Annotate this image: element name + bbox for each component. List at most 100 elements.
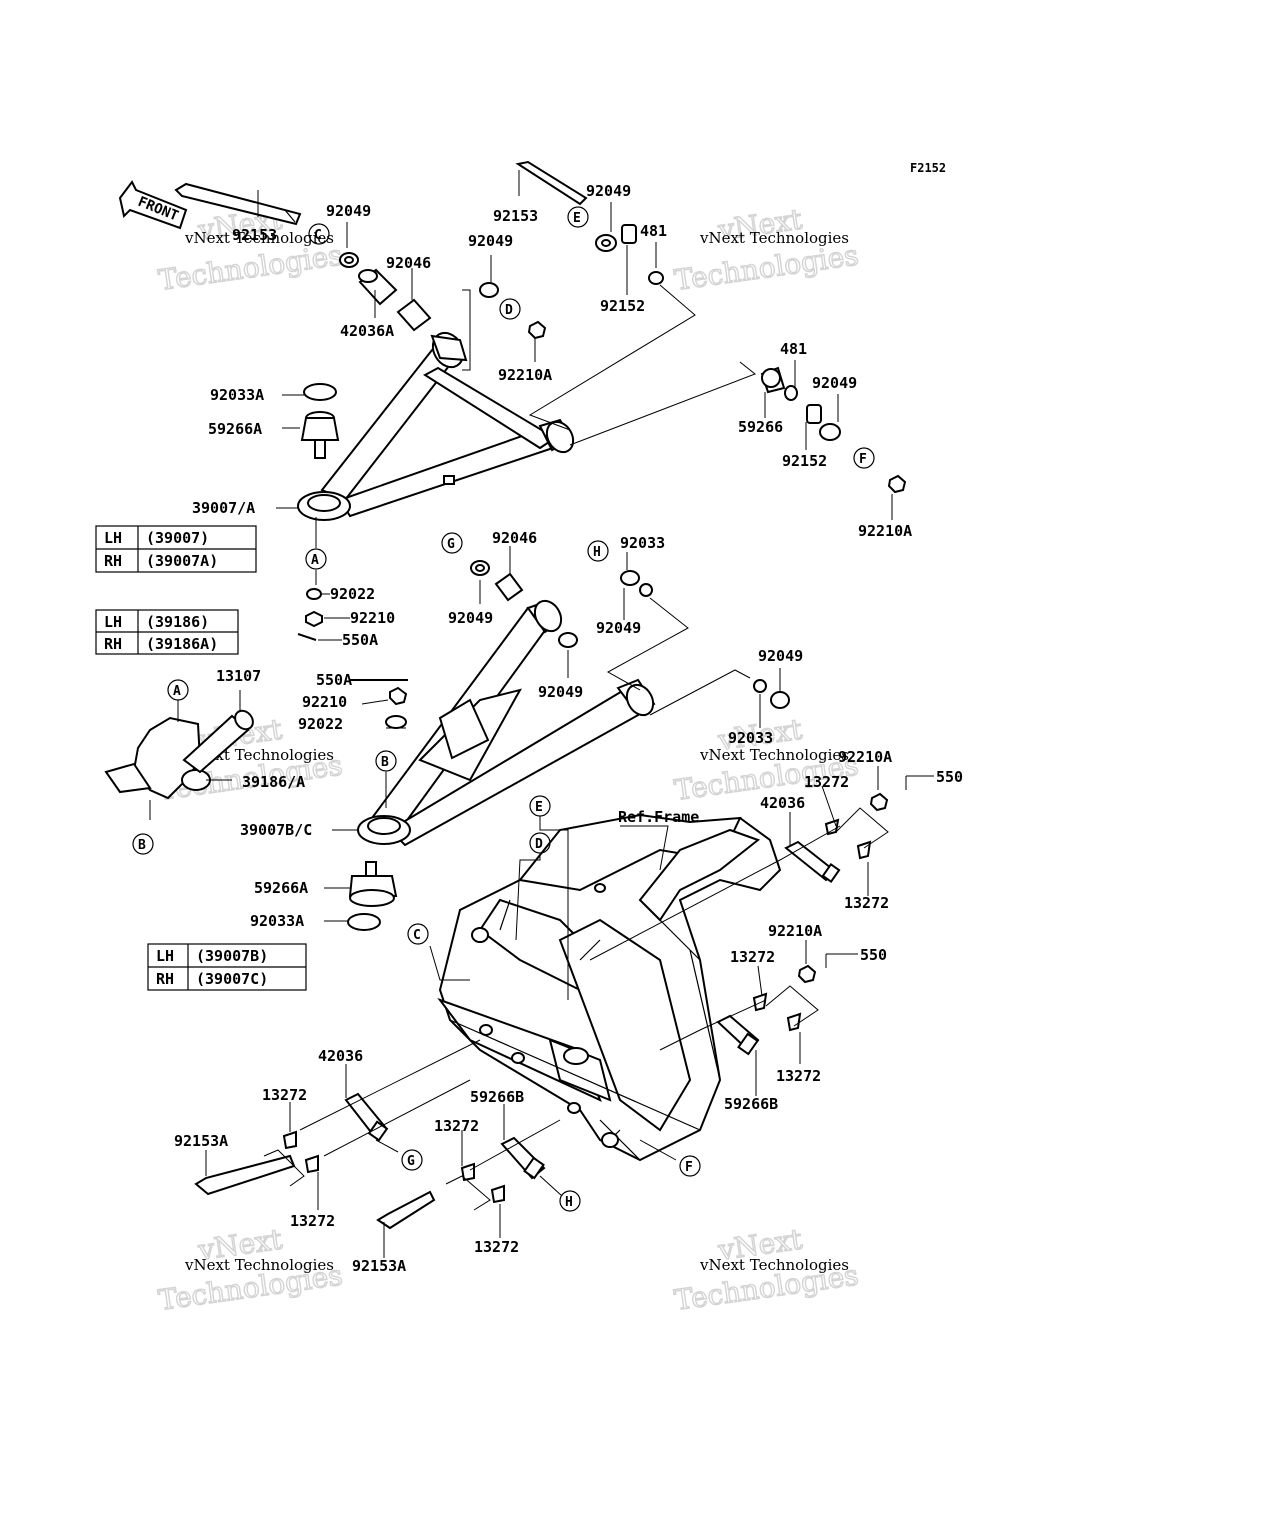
ref-frame-leader [620, 825, 669, 871]
svg-text:D: D [505, 303, 513, 318]
svg-text:B: B [381, 755, 389, 770]
svg-text:vNext Technologies: vNext Technologies [184, 229, 334, 247]
watermark-bottom-right: vNext Technologies vNext Technologies [672, 1222, 862, 1318]
label-92046: 92046 [492, 529, 537, 547]
svg-text:Technologies: Technologies [672, 238, 860, 296]
svg-text:(39186A): (39186A) [146, 635, 218, 653]
callout-f-lower: F [679, 1155, 701, 1177]
label-550A: 550A [342, 631, 378, 649]
callout-g-upper: G [441, 532, 463, 554]
label-13272: 13272 [776, 1067, 821, 1085]
callout-c-frame: C [407, 923, 429, 945]
label-92049: 92049 [448, 609, 493, 627]
label-92033: 92033 [728, 729, 773, 747]
side-table-lower-arm: LH (39007B) RH (39007C) [147, 943, 307, 991]
watermark-bottom-left: vNext Technologies vNext Technologies [156, 1222, 346, 1318]
label-59266A: 59266A [208, 420, 262, 438]
svg-text:vNext Technologies: vNext Technologies [699, 1256, 849, 1274]
frame [437, 813, 782, 1162]
label-92210: 92210 [350, 609, 395, 627]
svg-text:F: F [859, 452, 867, 467]
svg-text:(39007B): (39007B) [196, 947, 268, 965]
callout-h-upper: H [587, 540, 609, 562]
figure-code: F2152 [910, 161, 946, 175]
label-92152: 92152 [600, 297, 645, 315]
svg-text:RH: RH [104, 635, 122, 653]
svg-text:LH: LH [156, 947, 174, 965]
upper-hardware [174, 160, 907, 494]
label-13272: 13272 [434, 1117, 479, 1135]
label-39007A: 39007/A [192, 499, 255, 517]
svg-text:vNext Technologies: vNext Technologies [699, 746, 849, 764]
svg-text:(39186): (39186) [146, 613, 209, 631]
svg-text:LH: LH [104, 613, 122, 631]
label-550: 550 [936, 768, 963, 786]
watermark-top-right: vNext Technologies vNext Technologies [672, 202, 862, 298]
upper-leaders [257, 170, 893, 585]
svg-text:F: F [685, 1160, 693, 1175]
label-92153A: 92153A [352, 1257, 406, 1275]
label-550A: 550A [316, 671, 352, 689]
svg-text:G: G [407, 1154, 415, 1169]
callout-e-upper: E [567, 206, 589, 228]
svg-text:(39007): (39007) [146, 529, 209, 547]
label-92033A: 92033A [250, 912, 304, 930]
svg-text:(39007A): (39007A) [146, 552, 218, 570]
pivot-right-lower [659, 940, 858, 1096]
callout-b-mid: B [375, 750, 397, 772]
label-39007BC: 39007B/C [240, 821, 312, 839]
label-92033: 92033 [620, 534, 665, 552]
watermark-mid-right: vNext Technologies vNext Technologies [672, 712, 862, 808]
label-92210A: 92210A [498, 366, 552, 384]
svg-text:D: D [535, 837, 543, 852]
callout-g-lower: G [401, 1149, 423, 1171]
label-92049: 92049 [538, 683, 583, 701]
label-92210: 92210 [302, 693, 347, 711]
callout-b-knuckle: B [132, 833, 154, 855]
frame-leaders [429, 816, 677, 1161]
label-481: 481 [780, 340, 807, 358]
label-92153: 92153 [232, 226, 277, 244]
label-13272: 13272 [474, 1238, 519, 1256]
label-59266: 59266 [738, 418, 783, 436]
label-92210A: 92210A [858, 522, 912, 540]
svg-text:H: H [565, 1195, 573, 1210]
svg-text:LH: LH [104, 529, 122, 547]
svg-text:Technologies: Technologies [156, 238, 344, 296]
label-550: 550 [860, 946, 887, 964]
svg-text:vNext Technologies: vNext Technologies [184, 1256, 334, 1274]
label-92210A: 92210A [768, 922, 822, 940]
label-92049: 92049 [326, 202, 371, 220]
label-92153: 92153 [493, 207, 538, 225]
label-92049: 92049 [596, 619, 641, 637]
side-table-upper-arm: LH (39007) RH (39007A) [95, 525, 257, 573]
callout-a-upper: A [305, 548, 327, 570]
svg-text:RH: RH [104, 552, 122, 570]
callout-d-frame: D [529, 832, 551, 854]
label-13272: 13272 [262, 1086, 307, 1104]
lower-hardware [104, 560, 790, 931]
label-59266A: 59266A [254, 879, 308, 897]
label-92049: 92049 [586, 182, 631, 200]
svg-text:E: E [535, 800, 543, 815]
svg-text:G: G [447, 537, 455, 552]
label-92210A: 92210A [838, 748, 892, 766]
label-59266B: 59266B [724, 1095, 778, 1113]
label-42036A: 42036A [340, 322, 394, 340]
callout-e-frame: E [529, 795, 551, 817]
label-13107: 13107 [216, 667, 261, 685]
pivot-right-upper [589, 766, 934, 961]
svg-text:A: A [173, 684, 181, 699]
lower-a-arm [357, 599, 656, 847]
ref-frame-label: Ref.Frame [618, 808, 699, 826]
svg-text:A: A [311, 553, 319, 568]
svg-text:B: B [138, 838, 146, 853]
label-42036: 42036 [760, 794, 805, 812]
label-42036: 42036 [318, 1047, 363, 1065]
svg-text:H: H [593, 545, 601, 560]
label-92022: 92022 [298, 715, 343, 733]
label-92046: 92046 [386, 254, 431, 272]
label-92022: 92022 [330, 585, 375, 603]
label-92049: 92049 [758, 647, 803, 665]
